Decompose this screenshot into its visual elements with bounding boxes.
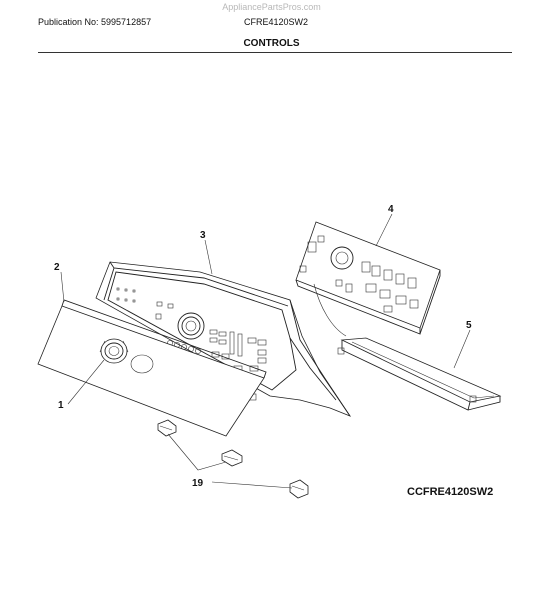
control-board-part[interactable] <box>295 221 441 335</box>
console-button-cluster <box>209 329 267 372</box>
header-rule <box>38 52 512 53</box>
knob-part[interactable] <box>99 338 129 364</box>
section-title: CONTROLS <box>243 38 300 49</box>
leader-lines <box>60 213 471 489</box>
callout-control-board: 4 <box>388 204 394 215</box>
clip-part-c[interactable] <box>289 479 309 499</box>
callout-console: 3 <box>200 230 206 241</box>
clip-part-b[interactable] <box>221 449 243 467</box>
clip-part-a[interactable] <box>157 419 177 437</box>
callout-tray: 5 <box>466 320 472 331</box>
watermark: AppliancePartsPros.com <box>222 2 321 12</box>
panel-cover-part[interactable] <box>37 299 267 437</box>
tray-part[interactable] <box>337 337 502 411</box>
callout-clips: 19 <box>192 478 204 489</box>
callout-knob: 1 <box>58 400 64 411</box>
console-part[interactable] <box>95 261 352 417</box>
callout-panel-cover: 2 <box>54 262 60 273</box>
diagram-code: CCFRE4120SW2 <box>407 486 494 498</box>
publication-number: Publication No: 5995712857 <box>38 17 152 27</box>
model-number: CFRE4120SW2 <box>244 17 309 27</box>
selector-ring <box>177 312 205 340</box>
indicator-holes <box>116 287 174 320</box>
